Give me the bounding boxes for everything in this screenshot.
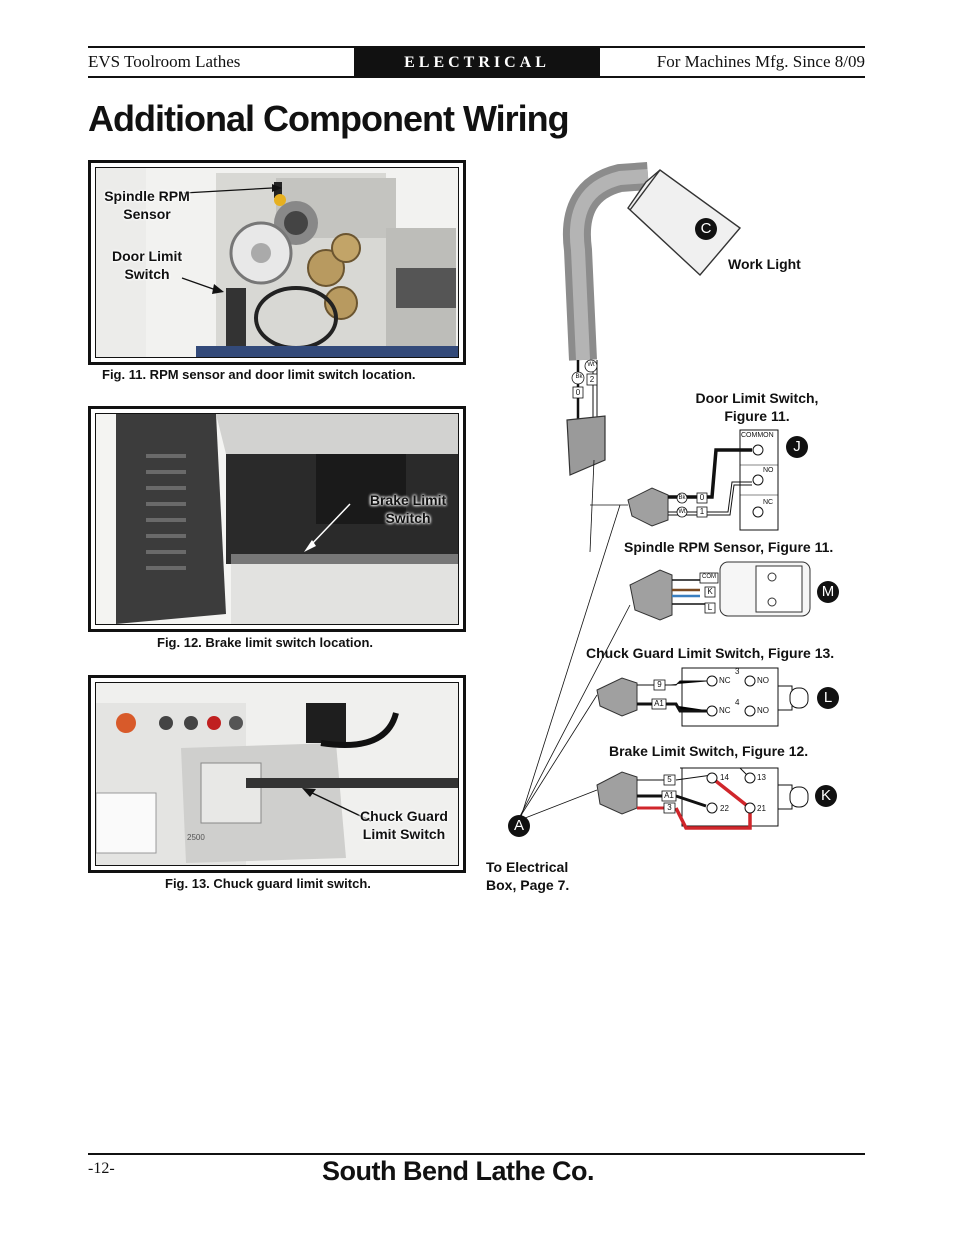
figure-12-caption: Fig. 12. Brake limit switch location. — [157, 635, 373, 650]
page-title: Additional Component Wiring — [88, 98, 570, 139]
door-1: 1 — [699, 507, 705, 516]
label-to-electrical-box: To Electrical Box, Page 7. — [486, 859, 570, 893]
brake-3: 3 — [667, 803, 672, 812]
label-work-light: Work Light — [728, 256, 801, 272]
figure-12-photo: Brake Limit Switch — [88, 406, 466, 632]
badge-l: L — [823, 689, 833, 706]
brake-21: 21 — [757, 804, 766, 813]
door-common: COMMON — [741, 432, 774, 439]
wiring-diagram — [508, 162, 839, 837]
header-section: ELECTRICAL — [354, 48, 600, 76]
door-wt: Wt — [678, 509, 686, 515]
door-nc: NC — [763, 499, 774, 506]
wl-wt: Wt — [587, 362, 595, 368]
wl-0: 0 — [575, 388, 581, 397]
rpm-k: K — [707, 587, 713, 596]
label-door-limit: Door Limit Switch, Figure 11. — [695, 390, 819, 424]
chuck-no-3: NO — [757, 676, 769, 685]
rpm-com: COM — [702, 574, 716, 580]
badge-c: C — [700, 220, 712, 237]
rpm-l: L — [707, 603, 713, 612]
chuck-a1: A1 — [654, 699, 664, 708]
figure-11-caption: Fig. 11. RPM sensor and door limit switc… — [102, 367, 416, 382]
page-number: -12- — [88, 1160, 115, 1177]
badge-a: A — [513, 817, 524, 834]
label-door-limit-switch: Door Limit Switch — [112, 248, 182, 282]
door-0: 0 — [699, 493, 705, 502]
label-spindle-rpm: Spindle RPM Sensor, Figure 11. — [624, 539, 834, 555]
wl-bk: Bk — [575, 374, 583, 380]
header-right: For Machines Mfg. Since 8/09 — [656, 52, 865, 71]
header-rule-bottom — [88, 76, 865, 78]
badge-j: J — [793, 438, 801, 455]
brake-a1: A1 — [664, 791, 674, 800]
figure-11-photo: Spindle RPM Sensor Door Limit Switch — [88, 160, 466, 365]
badge-k: K — [820, 787, 831, 804]
panel-number: 2500 — [187, 833, 205, 842]
door-no: NO — [763, 467, 774, 474]
chuck-4: 4 — [735, 698, 740, 707]
chuck-nc-3: NC — [719, 676, 731, 685]
chuck-3: 3 — [735, 667, 740, 676]
brake-14: 14 — [720, 773, 729, 782]
header-rule-top — [88, 46, 865, 48]
wl-2: 2 — [589, 375, 595, 384]
badge-m: M — [821, 583, 835, 600]
label-chuck-guard: Chuck Guard Limit Switch, Figure 13. — [586, 645, 835, 661]
door-bk: Bk — [678, 495, 686, 501]
figure-12-image — [95, 413, 459, 625]
header-left: EVS Toolroom Lathes — [88, 52, 241, 71]
label-chuck-guard-limit-switch: Chuck Guard Limit Switch — [360, 808, 448, 842]
brand-logo: South Bend Lathe Co. — [322, 1156, 594, 1186]
figure-13-photo: 2500 Chuck Guard Limit Switch — [88, 675, 466, 873]
chuck-nc-4: NC — [719, 706, 731, 715]
label-brake-limit: Brake Limit Switch, Figure 12. — [609, 743, 809, 759]
brake-22: 22 — [720, 804, 729, 813]
figure-13-image — [95, 682, 459, 866]
brake-13: 13 — [757, 773, 766, 782]
chuck-9: 9 — [657, 680, 662, 689]
label-brake-limit-switch: Brake Limit Switch — [369, 492, 447, 526]
brake-5: 5 — [667, 775, 672, 784]
figure-11-image — [95, 167, 459, 358]
label-spindle-rpm-sensor: Spindle RPM Sensor — [104, 188, 190, 222]
footer-rule — [88, 1153, 865, 1155]
chuck-no-4: NO — [757, 706, 769, 715]
figure-13-caption: Fig. 13. Chuck guard limit switch. — [165, 876, 371, 891]
